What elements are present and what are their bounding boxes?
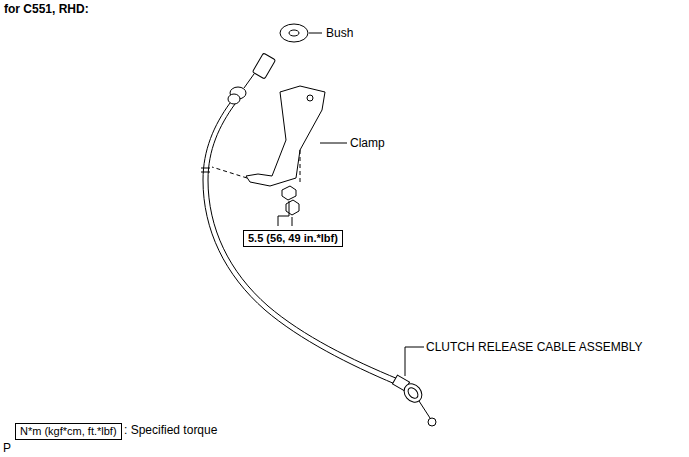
install-line — [212, 167, 247, 178]
cable-grommet — [400, 380, 425, 406]
leader-line — [405, 347, 406, 376]
bush — [280, 24, 308, 42]
cable-rod — [419, 401, 430, 418]
part-name: Clamp — [350, 136, 385, 150]
clamp-hole — [307, 95, 313, 101]
cable-rod — [244, 74, 254, 88]
leader-line — [320, 143, 347, 144]
leader-line — [292, 217, 293, 226]
cable-end-fitting — [228, 94, 240, 104]
torque-box: 5.5 (56, 49 in.*lbf) — [243, 228, 343, 245]
legend-text: : Specified torque — [124, 423, 217, 437]
cable-end — [428, 418, 436, 426]
torque-value: 5.5 (56, 49 in.*lbf) — [243, 230, 343, 247]
nut — [286, 200, 299, 215]
cable-mark — [201, 172, 210, 173]
washer — [282, 186, 296, 200]
cable-grommet — [406, 386, 420, 400]
cable-clevis — [252, 53, 275, 79]
torque-value: N*m (kgf*cm, ft.*lbf) — [15, 423, 122, 440]
leader-line — [289, 201, 290, 216]
legend-box: N*m (kgf*cm, ft.*lbf): Specified torque — [15, 421, 122, 438]
install-line — [300, 150, 301, 183]
leader-line — [278, 216, 289, 217]
clamp — [246, 86, 325, 186]
part-name: Bush — [326, 26, 353, 40]
part-name: CLUTCH RELEASE CABLE ASSEMBLY — [426, 340, 643, 354]
leader-line — [309, 33, 322, 34]
diagram-title: for C551, RHD: — [4, 2, 89, 16]
bush-hole — [289, 30, 299, 36]
cable-mark — [201, 168, 210, 169]
leader-line — [278, 216, 279, 226]
figure-code: P — [3, 441, 11, 455]
leader-line — [405, 347, 424, 348]
